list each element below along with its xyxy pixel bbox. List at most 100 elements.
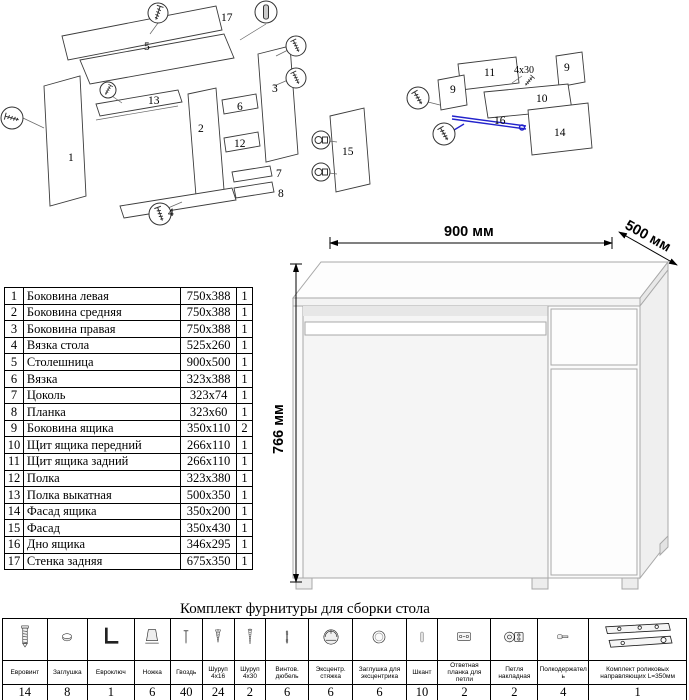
part-label-4: 4: [168, 207, 174, 219]
part-name: Боковина левая: [22, 287, 182, 305]
part-name: Боковина ящика: [22, 419, 182, 438]
part-label-10: 10: [536, 93, 548, 105]
panel-shelf-6: [221, 93, 259, 115]
hardware-name: Полкодержатель: [537, 659, 590, 686]
part-name: Вязка стола: [22, 336, 182, 355]
part-label-2: 2: [198, 123, 204, 135]
hardware-qty: 6: [265, 684, 309, 700]
desk-left-side-panel: [292, 305, 304, 579]
desk-interior: [302, 305, 549, 579]
hardware-qty: 40: [169, 684, 203, 700]
cam-cap-icon: [352, 618, 407, 661]
desk-foot: [621, 577, 639, 590]
hardware-qty: 4: [537, 684, 590, 700]
part-qty: 1: [236, 469, 253, 488]
part-size: 350x110: [180, 419, 238, 438]
desk-body: [291, 260, 670, 590]
keyboard-tray: [304, 321, 547, 336]
desk-foot-back: [659, 534, 669, 557]
part-label-8: 8: [278, 188, 284, 200]
part-size: 323x380: [180, 469, 238, 488]
part-label-9a: 9: [450, 84, 456, 96]
part-qty: 1: [236, 502, 253, 521]
part-qty: 1: [236, 353, 253, 371]
part-size: 500x350: [180, 486, 238, 504]
part-qty: 1: [236, 552, 253, 571]
part-size: 900x500: [180, 353, 238, 371]
part-qty: 1: [236, 519, 253, 537]
part-size: 323x60: [180, 403, 238, 421]
desk-panels: [43, 5, 371, 219]
part-number: 13: [4, 486, 24, 504]
part-size: 323x74: [180, 386, 238, 405]
exploded-drawer-diagram: 11 9 9 10 16 14 4x30: [406, 51, 593, 156]
exploded-desk-diagram: 17 5 13 1 2 3 6 12 7 8 4 15: [0, 0, 371, 226]
part-size: 266x110: [180, 436, 238, 454]
cap-icon: [46, 618, 88, 661]
panel-door-15: [329, 107, 371, 193]
part-name: Боковина средняя: [22, 303, 182, 322]
hinge-callout-icon: [311, 162, 331, 182]
part-name: Фасад: [22, 519, 182, 537]
desk-foot: [531, 577, 549, 590]
panel-plinth-7: [231, 165, 273, 183]
drawer-side-9-right: [555, 51, 586, 88]
panel-strip-8: [233, 181, 275, 199]
hinge-callout-icon: [311, 130, 331, 150]
drawer-part-labels: 11 9 9 10 16 14 4x30: [450, 62, 570, 139]
part-label-9b: 9: [564, 62, 570, 74]
part-number: 10: [4, 436, 24, 454]
part-label-5: 5: [144, 41, 150, 53]
part-number: 4: [4, 336, 24, 355]
part-size: 525x260: [180, 336, 238, 355]
hardware-qty: 6: [133, 684, 171, 700]
hardware-name: Шуруп 4x30: [233, 659, 267, 686]
part-label-7: 7: [276, 168, 282, 180]
hardware-qty: 2: [233, 684, 267, 700]
hardware-name: Ответная планка для петли: [437, 659, 492, 686]
part-size: 323x388: [180, 369, 238, 388]
part-name: Боковина правая: [22, 320, 182, 338]
hardware-name: Шуруп 4x16: [201, 659, 235, 686]
part-name: Столешница: [22, 353, 182, 371]
panel-left-side-1: [43, 75, 87, 207]
hardware-name: Евровинт: [2, 659, 48, 686]
part-label-11: 11: [484, 67, 495, 79]
hardware-name: Петля накладная: [490, 659, 539, 686]
hardware-icons-row: [2, 618, 687, 661]
part-size: 350x200: [180, 502, 238, 521]
screw30-icon: [233, 618, 267, 661]
part-size: 346x295: [180, 535, 238, 554]
hinge-icon: [490, 618, 539, 661]
hardware-qty: 24: [201, 684, 235, 700]
desk-foot: [295, 577, 313, 590]
part-label-3: 3: [272, 83, 278, 95]
part-qty: 1: [236, 320, 253, 338]
part-qty: 1: [236, 535, 253, 554]
hexkey-icon: [86, 618, 135, 661]
euroscrew-icon: [2, 618, 48, 661]
desk-part-labels: 17 5 13 1 2 3 6 12 7 8 4 15: [68, 12, 354, 219]
part-qty: 1: [236, 452, 253, 471]
part-number: 5: [4, 353, 24, 371]
part-qty: 1: [236, 486, 253, 504]
part-number: 2: [4, 303, 24, 322]
part-qty: 2: [236, 419, 253, 438]
hardware-qty: 8: [46, 684, 88, 700]
part-qty: 1: [236, 287, 253, 305]
panel-middle-side-2: [187, 87, 225, 197]
rails-icon: [588, 618, 687, 661]
double-screw-icon: [265, 618, 309, 661]
hardware-qty: 6: [307, 684, 354, 700]
